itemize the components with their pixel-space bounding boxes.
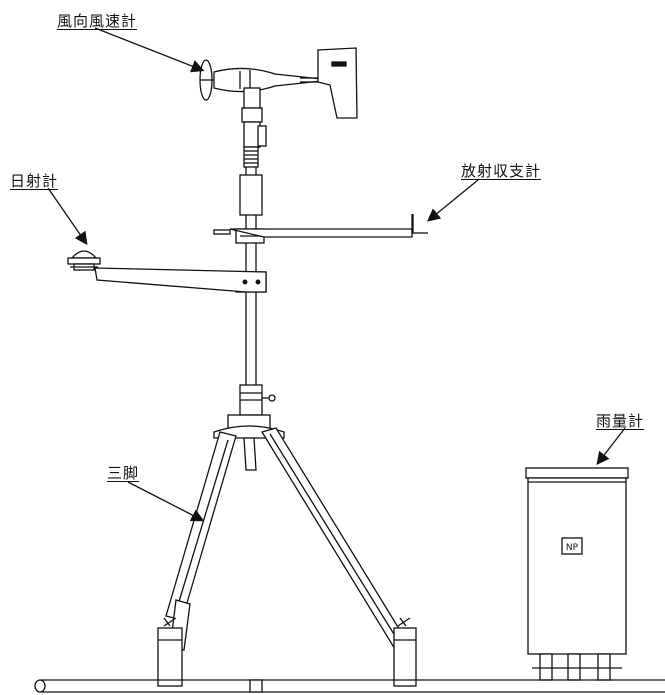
net-radiometer-arrow — [426, 179, 479, 222]
anemometer-icon — [199, 47, 358, 123]
tripod-icon — [157, 427, 417, 687]
label-rain-gauge: 雨量計 — [596, 412, 645, 430]
label-net-radiometer: 放射収支計 — [461, 162, 542, 180]
label-tripod: 三脚 — [107, 464, 140, 482]
pyranometer-arrow — [47, 187, 88, 246]
label-anemometer: 風向風速計 — [57, 12, 138, 30]
rain-gauge-plate: NP — [566, 543, 579, 553]
anemometer-arrow — [94, 27, 205, 73]
rain-gauge-arrow — [596, 427, 626, 466]
net-radiometer-icon — [213, 214, 428, 238]
rain-gauge-icon — [525, 467, 629, 681]
ground-pipe-icon — [34, 679, 665, 693]
tripod-arrow — [127, 481, 205, 522]
pyranometer-icon — [67, 250, 267, 293]
label-pyranometer: 日射計 — [10, 172, 59, 190]
